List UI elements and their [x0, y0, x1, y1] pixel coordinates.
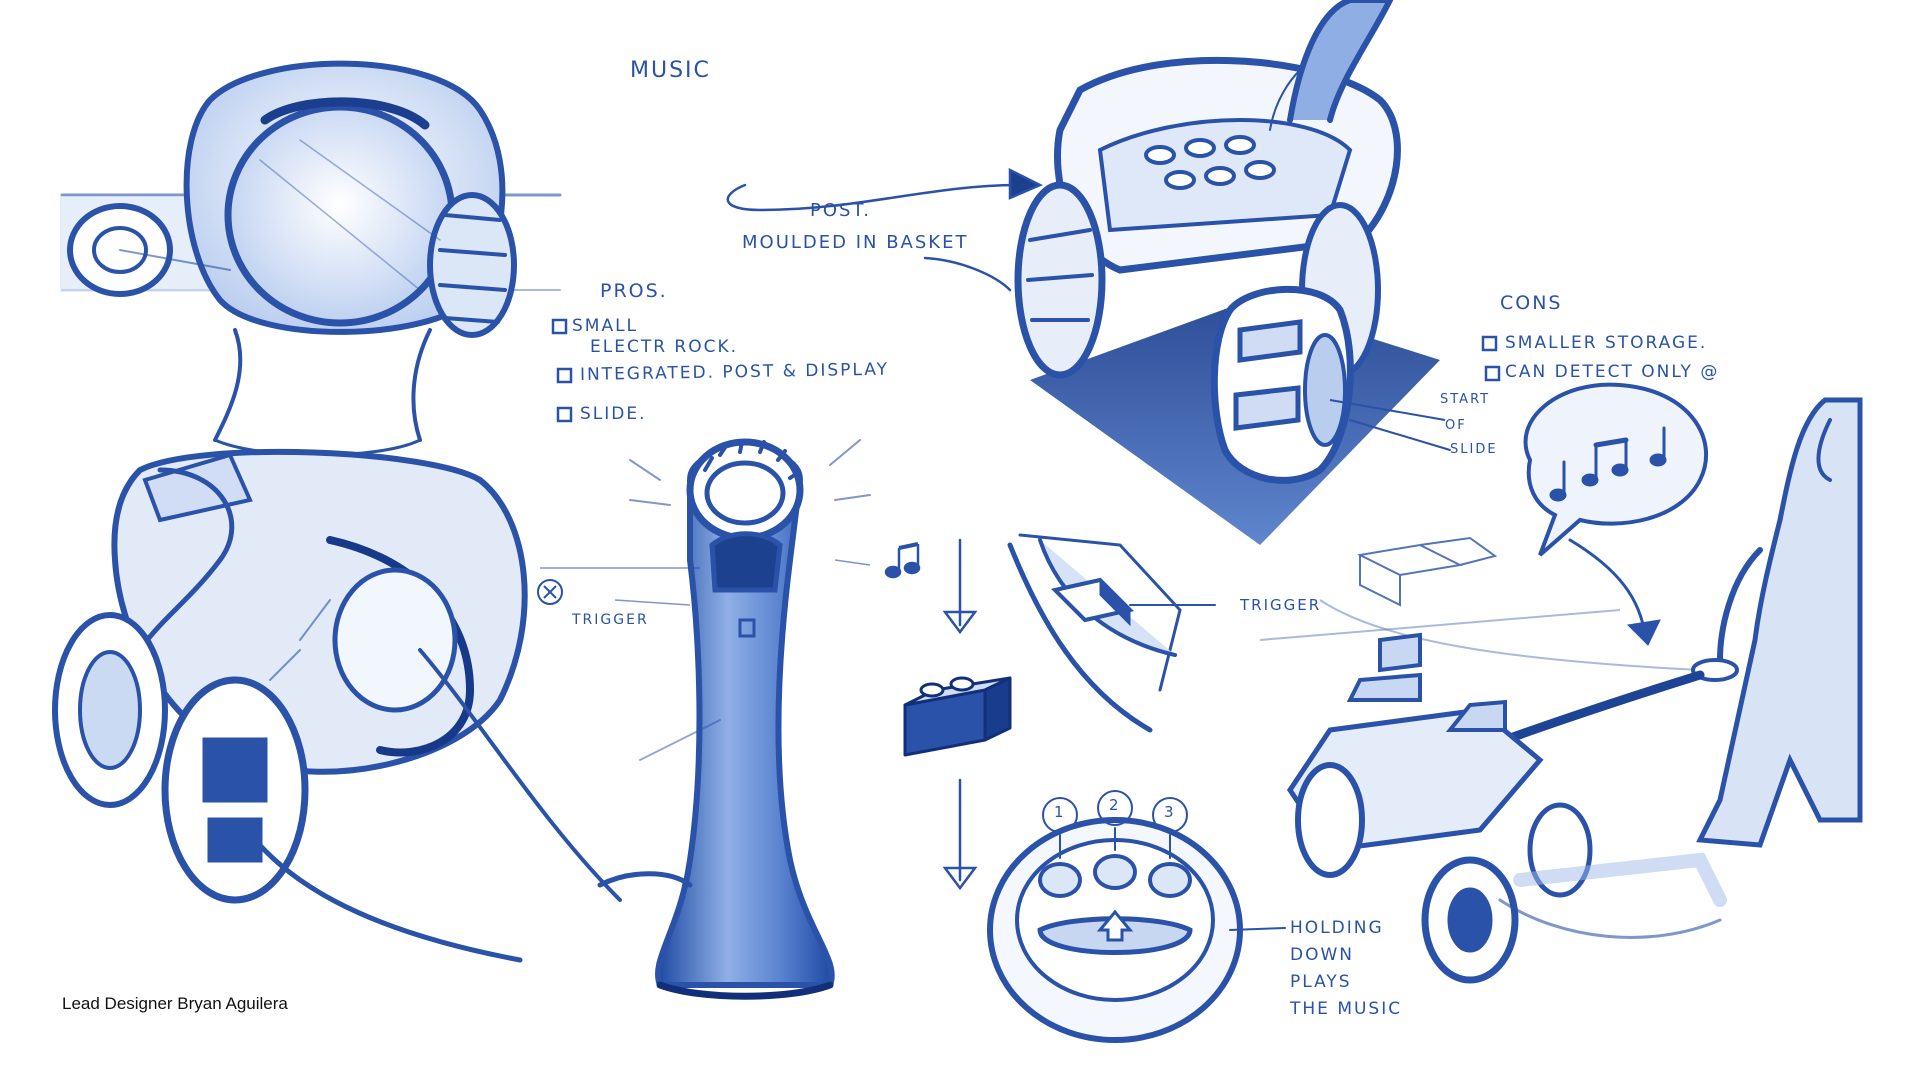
sketch-wireframe-bricks [1259, 536, 1701, 671]
checkbox-icon [551, 318, 1501, 423]
note-of: OF [1445, 418, 1467, 433]
note-music: MUSIC [630, 58, 711, 83]
post-leader-arrow [726, 167, 1043, 292]
arrow-down-icon [942, 778, 978, 891]
sketch-post-handle [597, 438, 871, 1000]
trigger-asterisk-icon [537, 579, 563, 605]
start-of-slide-leader [1329, 399, 1446, 421]
note-plays: PLAYS [1290, 972, 1352, 992]
note-the-music: THE MUSIC [1290, 999, 1403, 1019]
sketch-music-speech-bubble [1523, 382, 1709, 646]
pros-item-2: ELECTR ROCK. [590, 337, 739, 357]
cons-heading: CONS [1500, 292, 1563, 314]
pros-item-4: SLIDE. [580, 404, 647, 424]
sketch-top-view [60, 60, 562, 457]
note-down: DOWN [1290, 945, 1354, 965]
pros-item-1: SMALL [572, 316, 639, 336]
designer-credit: Lead Designer Bryan Aguilera [62, 994, 288, 1013]
button-number-3: 3 [1164, 803, 1174, 821]
note-start: START [1440, 392, 1491, 407]
sketch-ride-on-toy [52, 448, 622, 963]
note-trigger-mid: TRIGGER [1240, 596, 1322, 614]
note-slide: SLIDE [1450, 442, 1498, 457]
note-trigger-left: TRIGGER [572, 612, 649, 628]
button-number-2: 2 [1109, 796, 1119, 814]
sketch-button-panel [987, 790, 1286, 1043]
sketch-basket-view [1014, 0, 1451, 545]
arrow-down-icon [942, 538, 978, 635]
note-post: POST. [810, 200, 872, 221]
pros-heading: PROS. [600, 280, 668, 302]
cons-item-1: SMALLER STORAGE. [1505, 333, 1708, 353]
sketch-trigger-detail [1007, 533, 1216, 733]
button-number-1: 1 [1054, 803, 1064, 821]
note-holding: HOLDING [1290, 918, 1384, 938]
music-note-icon [884, 542, 921, 579]
note-moulded-in-basket: MOULDED IN BASKET [742, 232, 969, 253]
sketch-kid-pulling-toy [1286, 397, 1863, 984]
cons-item-2: CAN DETECT ONLY @ [1505, 362, 1720, 382]
toy-brick-icon [903, 676, 1012, 757]
